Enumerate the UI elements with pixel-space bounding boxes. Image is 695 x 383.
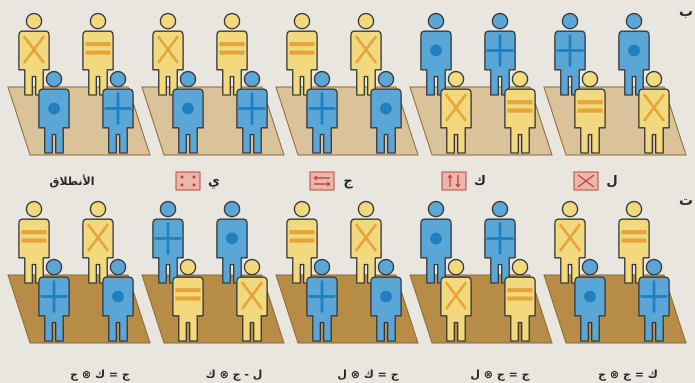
top-panel-2: [142, 14, 284, 155]
bottom-panel-1: [8, 202, 150, 343]
yellow-figure: [217, 14, 247, 95]
bar-mark: [289, 238, 314, 242]
bar-mark: [219, 42, 244, 46]
dot-mark: [48, 103, 60, 115]
bottom-panel-3: [276, 202, 418, 343]
bar-mark: [85, 50, 110, 54]
diagonal-arrows-icon: [574, 172, 598, 190]
dot-mark: [182, 103, 194, 115]
dot-mark: [112, 291, 124, 303]
yellow-figure: [153, 14, 183, 95]
bottom-panel-4: [410, 202, 552, 343]
top-panel-3: [276, 14, 418, 155]
blue-figure: [485, 202, 515, 283]
top-caption-5: ل: [606, 174, 617, 189]
dots-four-icon: [176, 172, 200, 190]
bar-mark: [289, 50, 314, 54]
top-caption-4: ك: [474, 174, 486, 189]
bar-mark: [577, 100, 602, 104]
yellow-figure: [351, 202, 381, 283]
vertical-arrows-icon: [442, 172, 466, 190]
yellow-figure: [555, 202, 585, 283]
yellow-figure: [19, 14, 49, 95]
bottom-caption-5: ك = ج ⊗ ج: [598, 368, 658, 382]
row-label-bottom: ت: [679, 193, 693, 209]
blue-figure: [485, 14, 515, 95]
row-label-top: ب: [679, 4, 693, 20]
top-panel-1: [8, 14, 150, 155]
bar-mark: [507, 100, 532, 104]
bar-mark: [175, 296, 200, 300]
top-caption-1: الأنطلاق: [50, 174, 95, 188]
bar-mark: [85, 42, 110, 46]
top-caption-3: ج: [343, 174, 353, 189]
bottom-caption-1: ج = ك ⊗ ج: [70, 368, 130, 382]
bottom-caption-4: ج = ج ⊗ ل: [470, 368, 529, 382]
dot-mark: [226, 233, 238, 245]
bar-mark: [21, 230, 46, 234]
blue-figure: [555, 14, 585, 95]
bar-mark: [175, 288, 200, 292]
bar-mark: [577, 108, 602, 112]
bar-mark: [21, 238, 46, 242]
top-panel-5: [544, 14, 686, 155]
blue-figure: [217, 202, 247, 283]
dot-mark: [430, 233, 442, 245]
bar-mark: [621, 238, 646, 242]
bar-mark: [289, 230, 314, 234]
blue-figure: [421, 14, 451, 95]
yellow-figure: [19, 202, 49, 283]
bar-mark: [507, 108, 532, 112]
dot-mark: [380, 291, 392, 303]
blue-figure: [619, 14, 649, 95]
dot-mark: [584, 291, 596, 303]
horizontal-arrows-icon: [310, 172, 334, 190]
top-caption-2: ي: [208, 174, 220, 189]
dot-mark: [628, 45, 640, 57]
bottom-panel-2: [142, 202, 284, 343]
top-panel-4: [410, 14, 552, 155]
yellow-figure: [619, 202, 649, 283]
yellow-figure: [83, 14, 113, 95]
bar-mark: [507, 288, 532, 292]
bottom-caption-2: ل - ج ⊗ ك: [206, 368, 263, 382]
dot-mark: [380, 103, 392, 115]
bar-mark: [507, 296, 532, 300]
yellow-figure: [287, 14, 317, 95]
bottom-caption-3: ج = ك ⊗ ل: [337, 368, 398, 382]
bottom-panel-5: [544, 202, 686, 343]
bar-mark: [621, 230, 646, 234]
yellow-figure: [83, 202, 113, 283]
bar-mark: [289, 42, 314, 46]
blue-figure: [153, 202, 183, 283]
blue-figure: [421, 202, 451, 283]
dot-mark: [430, 45, 442, 57]
yellow-figure: [351, 14, 381, 95]
yellow-figure: [287, 202, 317, 283]
bar-mark: [219, 50, 244, 54]
